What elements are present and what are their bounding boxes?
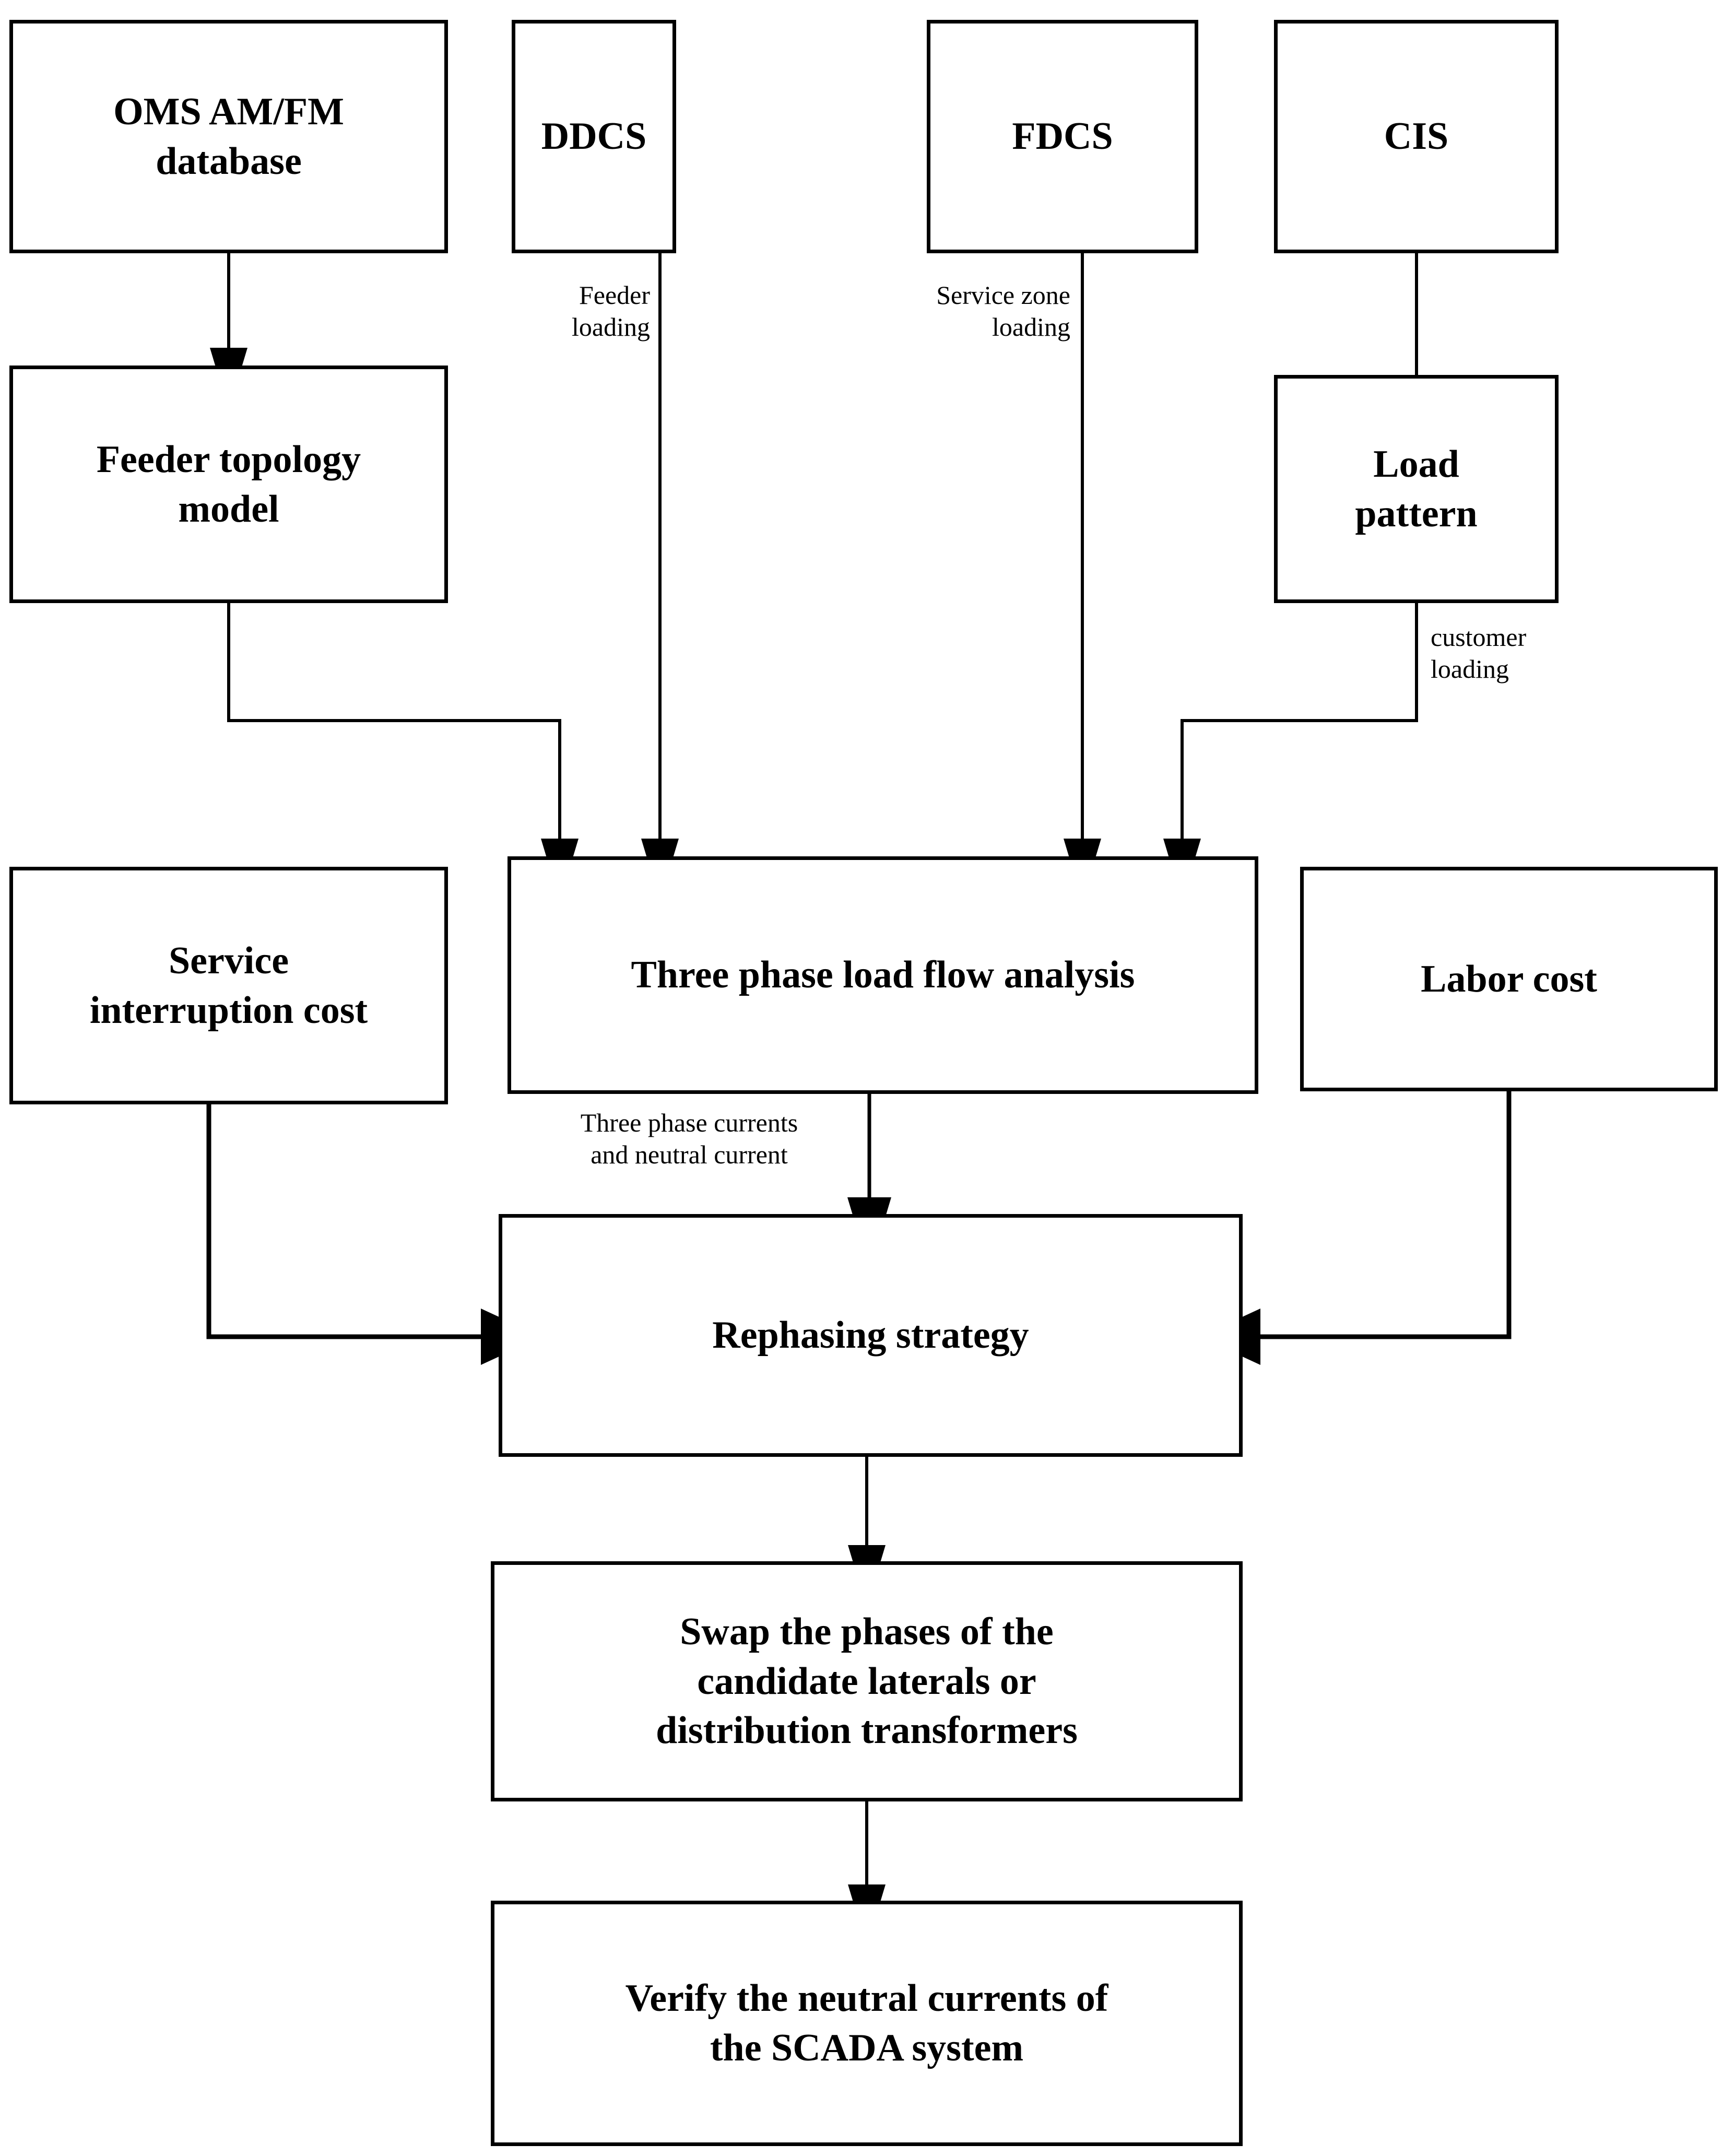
edge-sic-to-rephasing <box>206 1104 542 1365</box>
node-ddcs[interactable]: DDCS <box>512 20 676 253</box>
edge-label-feeder-loading: Feeder loading <box>572 280 650 341</box>
edge-label-customer-loading: customer loading <box>1431 622 1527 684</box>
node-label: Feeder topology model <box>96 438 361 531</box>
node-label: Rephasing strategy <box>712 1314 1029 1357</box>
node-label: Verify the neutral currents of the SCADA… <box>625 1977 1108 2069</box>
node-rephasing-strategy[interactable]: Rephasing strategy <box>499 1214 1243 1457</box>
node-verify-neutral-currents[interactable]: Verify the neutral currents of the SCADA… <box>491 1901 1243 2146</box>
node-feeder-topology-model[interactable]: Feeder topology model <box>9 366 448 603</box>
node-label: DDCS <box>541 115 647 158</box>
node-label: OMS AM/FM database <box>113 90 344 183</box>
node-labor-cost[interactable]: Labor cost <box>1300 867 1718 1091</box>
edge-label-three-phase-currents: Three phase currents and neutral current <box>580 1108 798 1169</box>
node-label: Service interruption cost <box>89 939 368 1032</box>
edge-loadpattern-to-tplf <box>1163 603 1418 901</box>
node-three-phase-load-flow-analysis[interactable]: Three phase load flow analysis <box>508 856 1258 1094</box>
node-oms-amfm-database[interactable]: OMS AM/FM database <box>9 20 448 253</box>
edge-label-service-zone-loading: Service zone loading <box>936 280 1070 341</box>
node-label: Swap the phases of the candidate lateral… <box>656 1610 1078 1752</box>
node-label: CIS <box>1384 115 1449 158</box>
node-load-pattern[interactable]: Load pattern <box>1274 375 1559 603</box>
node-label: Load pattern <box>1355 442 1478 535</box>
node-label: Three phase load flow analysis <box>631 953 1135 997</box>
node-swap-phases[interactable]: Swap the phases of the candidate lateral… <box>491 1561 1243 1801</box>
edge-labor-to-rephasing <box>1199 1091 1512 1365</box>
node-label: Labor cost <box>1421 957 1597 1000</box>
edge-feeder-to-tplf <box>227 603 579 901</box>
node-label: FDCS <box>1012 115 1113 158</box>
node-fdcs[interactable]: FDCS <box>927 20 1198 253</box>
node-cis[interactable]: CIS <box>1274 20 1559 253</box>
node-service-interruption-cost[interactable]: Service interruption cost <box>9 867 448 1104</box>
